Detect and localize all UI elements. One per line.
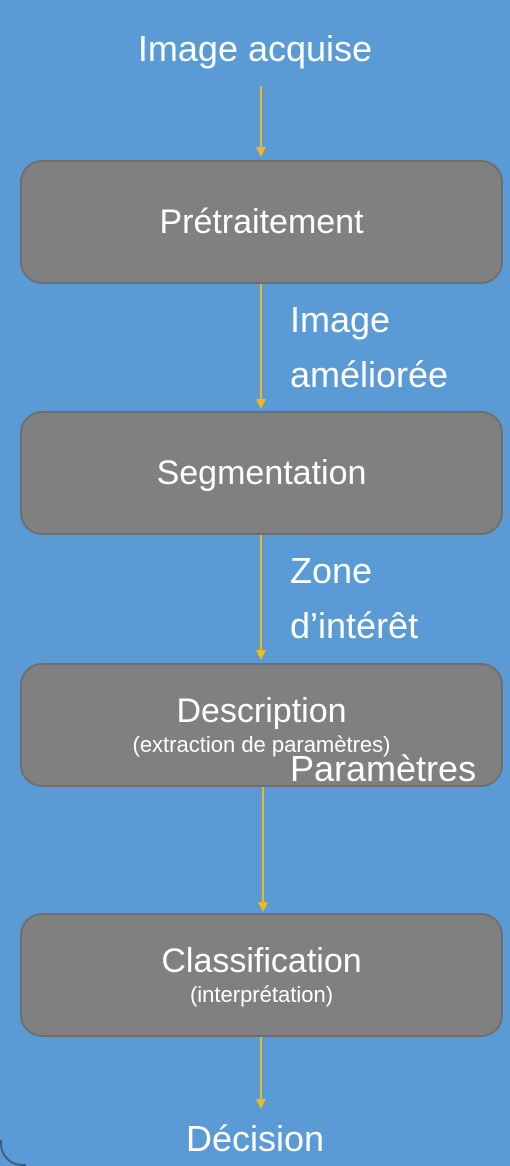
step-classification: Classification (interprétation) [20, 913, 503, 1037]
edge-label-zone-interet-line1: Zone [290, 550, 373, 591]
edge-label-zone-interet-line2: d’intérêt [290, 605, 419, 646]
step-classification-subtitle: (interprétation) [189, 982, 334, 1007]
edge-label-image-amelioree-line2: améliorée [290, 354, 449, 395]
step-description: Description (extraction de paramètres) [20, 663, 503, 787]
edge-label-image-amelioree-line1: Image [290, 299, 391, 340]
output-label: Décision [185, 1118, 325, 1159]
step-description-title: Description [176, 692, 347, 730]
step-segmentation: Segmentation [20, 411, 503, 535]
step-pretraitement: Prétraitement [20, 160, 503, 284]
step-pretraitement-title: Prétraitement [159, 203, 364, 241]
step-segmentation-title: Segmentation [156, 454, 367, 492]
input-label: Image acquise [137, 28, 373, 69]
edge-label-parametres: Paramètres [290, 748, 477, 789]
step-classification-title: Classification [161, 942, 362, 980]
step-description-subtitle: (extraction de paramètres) [132, 732, 391, 757]
